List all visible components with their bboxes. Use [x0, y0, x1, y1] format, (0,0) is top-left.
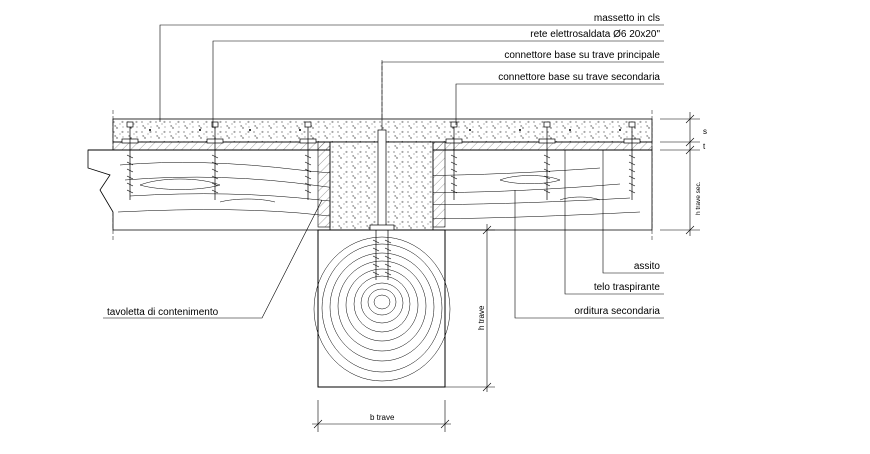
main-connector	[369, 129, 395, 280]
containment-board-right	[432, 141, 446, 228]
containment-board-left	[317, 141, 331, 228]
label-telo: telo traspirante	[594, 282, 661, 293]
dim-b-trave: b trave	[370, 413, 395, 422]
connector-1	[121, 121, 139, 200]
connector-5	[538, 121, 556, 200]
dim-t: t	[703, 142, 706, 151]
label-assito: assito	[634, 261, 661, 272]
connector-3	[299, 121, 317, 200]
label-rete: rete elettrosaldata Ø6 20x20"	[530, 29, 660, 40]
label-connettore-principale: connettore base su trave principale	[504, 50, 660, 61]
secondary-connectors	[121, 121, 641, 200]
dimension-lines	[312, 112, 700, 432]
dim-h-trave: h trave	[477, 305, 486, 330]
leader-lines	[103, 24, 664, 319]
dim-h-trave-sec: h trave sec.	[695, 181, 702, 215]
label-tavoletta: tavoletta di contenimento	[107, 307, 219, 318]
label-connettore-secondaria: connettore base su trave secondaria	[498, 72, 660, 83]
connector-4	[445, 121, 463, 200]
label-orditura: orditura secondaria	[574, 306, 660, 317]
connector-2	[206, 121, 224, 200]
main-beam	[313, 229, 451, 388]
dim-s: s	[703, 127, 707, 136]
label-massetto: massetto in cls	[594, 13, 660, 24]
connector-6	[623, 121, 641, 200]
reinforcing-mesh	[149, 129, 621, 131]
